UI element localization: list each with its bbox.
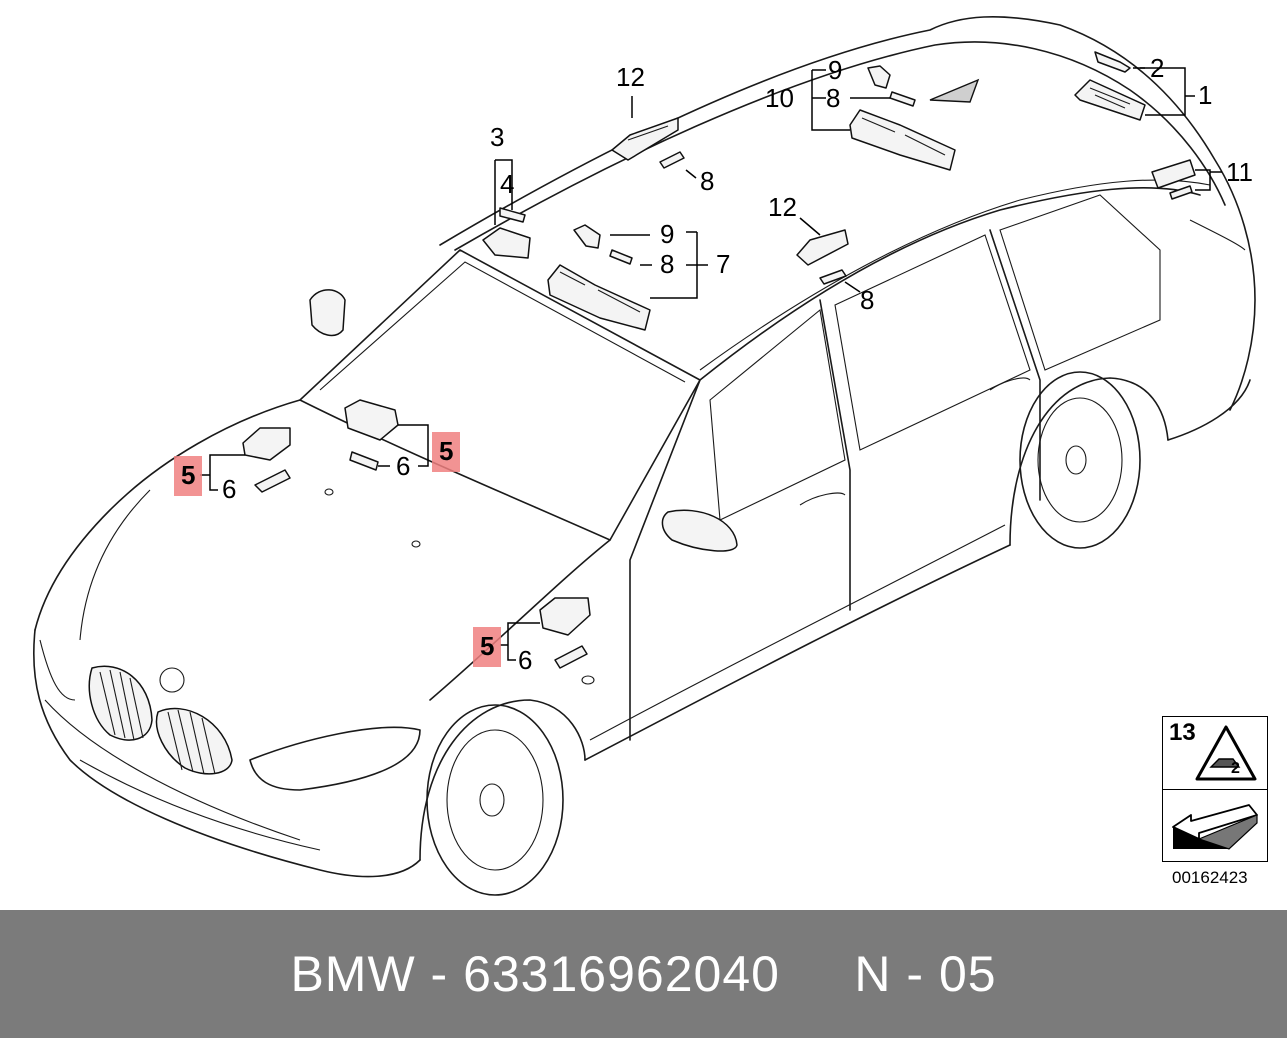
callout-6-lower[interactable]: 6 [518,645,532,675]
car-outline [32,15,1256,896]
highlight-box [174,456,202,496]
callout-10[interactable]: 10 [765,83,794,113]
callout-8-middle[interactable]: 8 [860,285,874,315]
leader-lines [200,67,1222,661]
callout-3[interactable]: 3 [490,122,504,152]
footer-bar: BMW - 63316962040 N - 05 [0,910,1287,1038]
callout-labels: 1 2 3 4 5 5 5 6 6 6 7 8 8 8 8 9 9 10 11 … [181,53,1253,675]
callout-8-top[interactable]: 8 [700,166,714,196]
inset-divider [1163,789,1267,790]
callout-5-middle[interactable]: 5 [439,436,453,466]
part-number-label: BMW - 63316962040 N - 05 [290,946,997,1002]
callout-6-middle[interactable]: 6 [396,451,410,481]
highlight-box [432,432,460,472]
callout-12-middle[interactable]: 12 [768,192,797,222]
callout-4[interactable]: 4 [500,169,514,199]
arrow-icon [1172,804,1258,850]
parts [242,51,1196,669]
callout-12-top[interactable]: 12 [616,62,645,92]
callout-1[interactable]: 1 [1198,80,1212,110]
callout-9-rear[interactable]: 9 [828,55,842,85]
callout-5-lower[interactable]: 5 [480,631,494,661]
callout-8-rear[interactable]: 8 [826,83,840,113]
warning-triangle-icon: 2 [1195,725,1257,781]
callout-2[interactable]: 2 [1150,53,1164,83]
callout-5-left[interactable]: 5 [181,460,195,490]
callout-11[interactable]: 11 [1226,157,1253,187]
inset-number: 13 [1169,719,1196,746]
parts-diagram: 1 2 3 4 5 5 5 6 6 6 7 8 8 8 8 9 9 10 11 … [32,15,1256,896]
callout-9-center[interactable]: 9 [660,219,674,249]
callout-7[interactable]: 7 [716,249,730,279]
reference-code: 00162423 [1172,868,1248,887]
callout-6-left[interactable]: 6 [222,474,236,504]
highlight-box [473,627,501,667]
callout-8-center[interactable]: 8 [660,249,674,279]
inset-box: 13 2 [1162,716,1268,862]
svg-text:2: 2 [1231,760,1240,777]
